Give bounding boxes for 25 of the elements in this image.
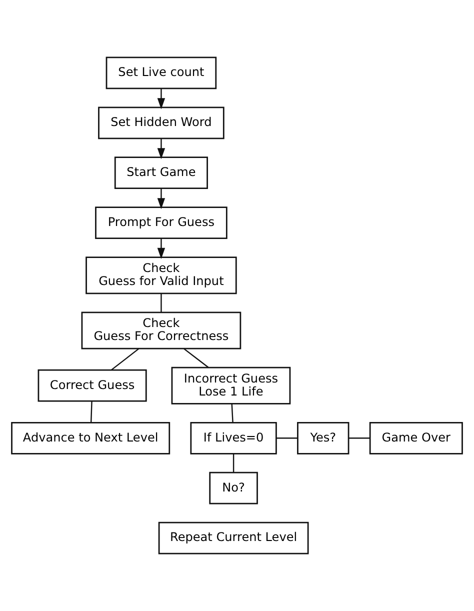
node-box: Set Live count bbox=[106, 56, 217, 90]
connector bbox=[90, 401, 92, 422]
arrow bbox=[157, 238, 166, 259]
node-box: Start Game bbox=[114, 156, 208, 190]
node-box: Advance to Next Level bbox=[11, 422, 170, 454]
node-box: Check Guess for Valid Input bbox=[86, 256, 237, 294]
connector bbox=[348, 438, 370, 439]
arrow bbox=[157, 188, 166, 210]
node-box: Set Hidden Word bbox=[98, 106, 224, 140]
node-box: Yes? bbox=[297, 422, 350, 454]
arrow bbox=[157, 138, 166, 160]
connector bbox=[276, 438, 298, 439]
node-box: Incorrect Guess Lose 1 Life bbox=[171, 366, 291, 404]
node-box: Correct Guess bbox=[38, 369, 147, 402]
node-box: Game Over bbox=[369, 422, 463, 454]
connector bbox=[231, 404, 234, 423]
connector bbox=[160, 294, 162, 312]
node-box: No? bbox=[209, 472, 258, 504]
arrow bbox=[157, 88, 166, 110]
connector bbox=[110, 348, 140, 371]
node-box: Prompt For Guess bbox=[95, 206, 228, 239]
node-box: If Lives=0 bbox=[190, 422, 277, 454]
node-box: Check Guess For Correctness bbox=[81, 312, 242, 350]
connector bbox=[232, 454, 234, 473]
node-box: Repeat Current Level bbox=[158, 522, 309, 554]
